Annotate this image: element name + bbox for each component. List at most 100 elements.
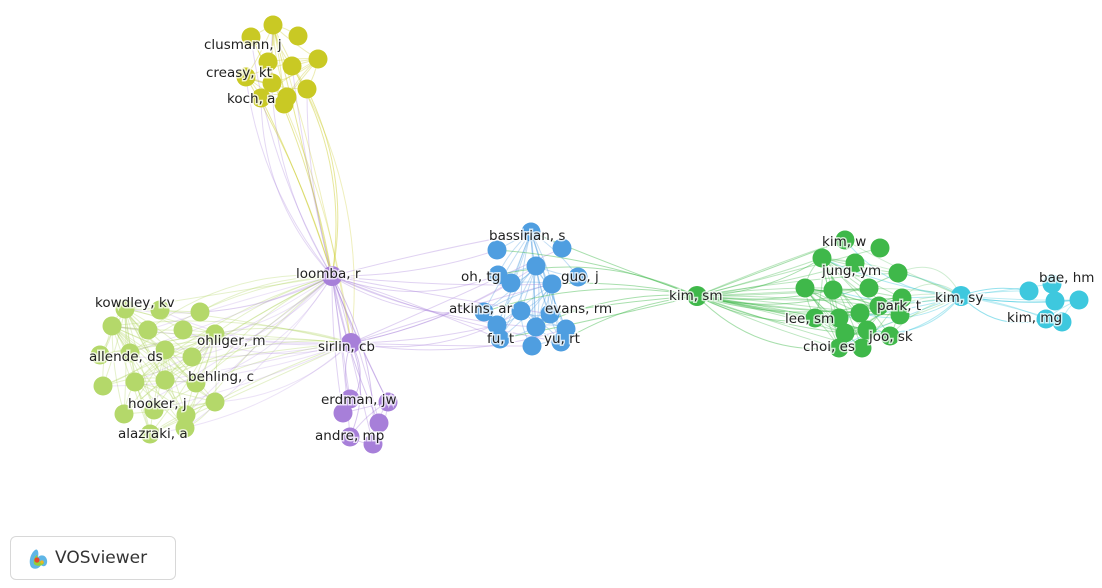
label-joo[interactable]: joo, sk [867, 328, 915, 347]
yellow-cluster-node[interactable] [236, 67, 256, 87]
purple-cluster-node[interactable] [363, 434, 383, 454]
green-cluster-node[interactable] [829, 338, 849, 358]
purple-cluster-node[interactable] [341, 333, 361, 353]
label-loomba[interactable]: loomba, r [295, 265, 363, 284]
yellow-cluster-node[interactable] [308, 49, 328, 69]
blue-cluster-node[interactable] [490, 329, 510, 349]
green-cluster-node[interactable] [829, 308, 849, 328]
green-cluster-node[interactable] [892, 288, 912, 308]
lightgreen-cluster-node[interactable] [115, 299, 135, 319]
green-cluster-node[interactable] [890, 305, 910, 325]
lightgreen-cluster-node[interactable] [144, 400, 164, 420]
lightgreen-cluster-node[interactable] [114, 404, 134, 424]
green-cluster-node[interactable] [852, 338, 872, 358]
green-cluster-node[interactable] [869, 296, 889, 316]
label-kimsm[interactable]: kim, sm [668, 287, 725, 306]
label-andre[interactable]: andre, mp [314, 427, 386, 446]
yellow-cluster-node[interactable] [297, 79, 317, 99]
cyan-cluster-node[interactable] [1019, 281, 1039, 301]
purple-cluster-node[interactable] [369, 413, 389, 433]
lightgreen-cluster-node[interactable] [90, 345, 110, 365]
purple-cluster-node[interactable] [378, 392, 398, 412]
label-yu[interactable]: yu, rt [543, 330, 582, 349]
blue-cluster-node[interactable] [542, 274, 562, 294]
label-sirlin[interactable]: sirlin, cb [317, 338, 377, 357]
lightgreen-cluster-node[interactable] [175, 418, 195, 438]
blue-cluster-node[interactable] [552, 238, 572, 258]
green-cluster-node[interactable] [850, 303, 870, 323]
blue-cluster-node[interactable] [526, 317, 546, 337]
cyan-cluster-node[interactable] [1069, 290, 1089, 310]
label-lee[interactable]: lee, sm [784, 310, 836, 329]
yellow-cluster-node[interactable] [262, 73, 282, 93]
yellow-cluster-node[interactable] [263, 15, 283, 35]
yellow-cluster-node[interactable] [241, 27, 261, 47]
label-ohliger[interactable]: ohliger, m [196, 332, 267, 351]
green-cluster-node[interactable] [857, 320, 877, 340]
label-kimmg[interactable]: kim, mg [1006, 309, 1064, 328]
label-kimw[interactable]: kim, w [821, 233, 868, 252]
lightgreen-cluster-node[interactable] [186, 373, 206, 393]
lightgreen-cluster-node[interactable] [182, 347, 202, 367]
purple-cluster-node[interactable] [322, 266, 342, 286]
label-hooker[interactable]: hooker, j [127, 395, 189, 414]
lightgreen-cluster-node[interactable] [150, 300, 170, 320]
yellow-cluster-node[interactable] [282, 56, 302, 76]
blue-cluster-node[interactable] [487, 240, 507, 260]
label-oh[interactable]: oh, tg [460, 268, 502, 287]
green-cluster-node[interactable] [870, 238, 890, 258]
cyan-cluster-node[interactable] [951, 286, 971, 306]
green-cluster-node[interactable] [880, 326, 900, 346]
green-cluster-node[interactable] [835, 230, 855, 250]
lightgreen-cluster-node[interactable] [190, 302, 210, 322]
cyan-cluster-node[interactable] [1052, 312, 1072, 332]
yellow-cluster-node[interactable] [288, 26, 308, 46]
label-park[interactable]: park, t [876, 297, 923, 316]
yellow-cluster-node[interactable] [258, 52, 278, 72]
label-fu[interactable]: fu, t [486, 330, 516, 349]
cyan-cluster-node[interactable] [1042, 274, 1062, 294]
blue-cluster-node[interactable] [511, 301, 531, 321]
purple-cluster-node[interactable] [340, 427, 360, 447]
green-cluster-node[interactable] [795, 278, 815, 298]
blue-cluster-node[interactable] [522, 336, 542, 356]
lightgreen-cluster-node[interactable] [125, 372, 145, 392]
yellow-cluster-node[interactable] [274, 94, 294, 114]
label-choi[interactable]: choi, es [802, 338, 857, 357]
green-cluster-node[interactable] [859, 278, 879, 298]
label-guo[interactable]: guo, j [560, 268, 601, 287]
lightgreen-cluster-node[interactable] [120, 343, 140, 363]
blue-cluster-node[interactable] [521, 222, 541, 242]
lightgreen-cluster-node[interactable] [205, 324, 225, 344]
blue-cluster-node[interactable] [540, 304, 560, 324]
label-bae[interactable]: bae, hm [1038, 269, 1096, 288]
label-evans[interactable]: evans, rm [544, 300, 614, 319]
blue-cluster-node[interactable] [474, 302, 494, 322]
lightgreen-cluster-node[interactable] [138, 320, 158, 340]
label-clusmann[interactable]: clusmann, j [203, 36, 284, 55]
label-allende[interactable]: allende, ds [88, 348, 165, 367]
lightgreen-cluster-node[interactable] [102, 316, 122, 336]
label-koch[interactable]: koch, a [226, 90, 277, 109]
label-alazraki[interactable]: alazraki, a [117, 425, 190, 444]
lightgreen-cluster-node[interactable] [155, 370, 175, 390]
label-jung[interactable]: jung, ym [820, 262, 883, 281]
purple-cluster-node[interactable] [333, 403, 353, 423]
lightgreen-cluster-node[interactable] [93, 376, 113, 396]
label-atkins[interactable]: atkins, ar [448, 300, 515, 319]
label-bassirian[interactable]: bassirian, s [488, 227, 567, 246]
cyan-cluster-node[interactable] [1045, 291, 1065, 311]
green-cluster-node[interactable] [888, 263, 908, 283]
green-cluster-node[interactable] [805, 308, 825, 328]
blue-cluster-node[interactable] [526, 256, 546, 276]
lightgreen-cluster-node[interactable] [140, 424, 160, 444]
yellow-cluster-node[interactable] [251, 88, 271, 108]
lightgreen-cluster-node[interactable] [155, 340, 175, 360]
vosviewer-badge[interactable]: VOSviewer [10, 536, 176, 580]
label-kimsy[interactable]: kim, sy [934, 289, 985, 308]
blue-cluster-node[interactable] [568, 267, 588, 287]
label-behling[interactable]: behling, c [187, 368, 256, 387]
label-kowdley[interactable]: kowdley, kv [94, 294, 177, 313]
label-erdman[interactable]: erdman, jw [320, 391, 399, 410]
blue-cluster-node[interactable] [551, 332, 571, 352]
